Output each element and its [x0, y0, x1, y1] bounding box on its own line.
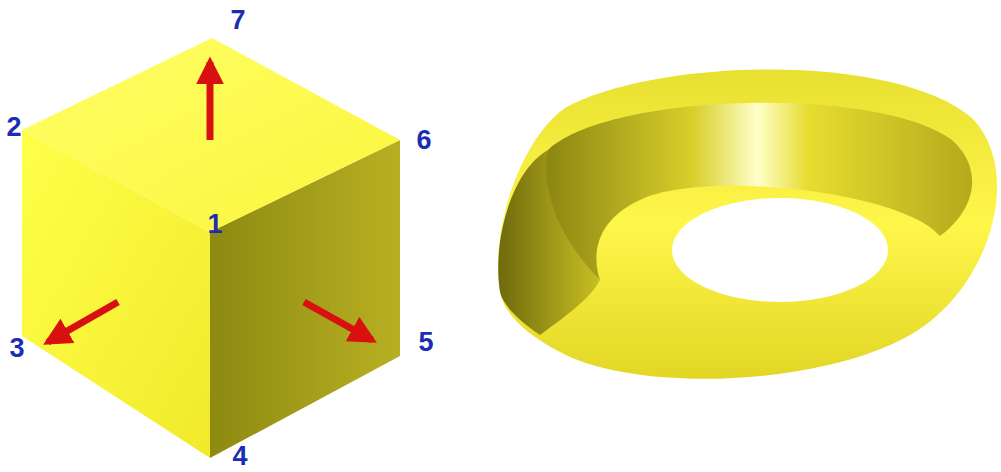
- mobius-strip: [498, 69, 997, 378]
- callout-number: 7: [230, 7, 245, 34]
- callout-number: 3: [9, 335, 24, 362]
- callout-number: 4: [232, 442, 247, 469]
- callout-number: 5: [418, 329, 433, 356]
- normal-arrow: [48, 302, 118, 342]
- strip-hole: [672, 198, 888, 302]
- cube-top-face: [22, 38, 400, 232]
- callout-number: 2: [6, 114, 21, 141]
- normal-arrow: [304, 302, 372, 340]
- strip-twist: [498, 150, 600, 335]
- cube: [22, 38, 400, 458]
- strip-outer-surface: [498, 69, 997, 378]
- callout-number: 1: [207, 211, 222, 238]
- normal-arrow: [207, 62, 214, 140]
- callout-number: 6: [416, 127, 431, 154]
